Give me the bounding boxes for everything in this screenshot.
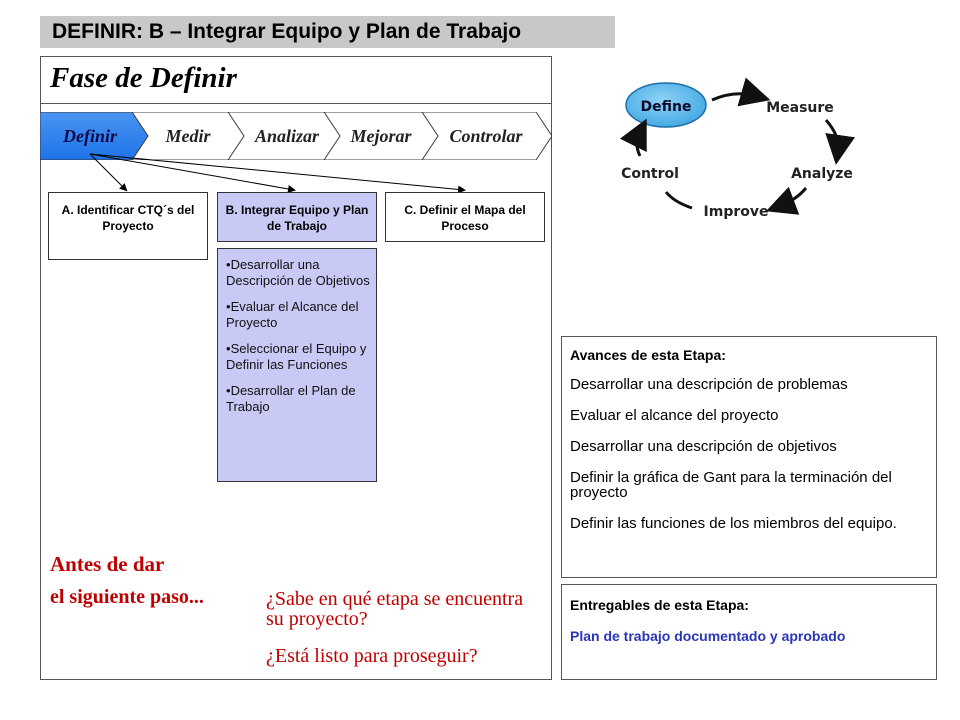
question-stage: ¿Sabe en qué etapa se encuentra su proye… <box>266 588 524 630</box>
step-box-c[interactable]: C. Definir el Mapa del Proceso <box>385 192 545 242</box>
page-title-bar: DEFINIR: B – Integrar Equipo y Plan de T… <box>40 16 615 48</box>
entregables-panel: Entregables de esta Etapa: Plan de traba… <box>561 584 937 680</box>
cycle-label-improve: Improve <box>704 204 769 220</box>
phase-divider <box>40 103 552 104</box>
avances-item: Definir la gráfica de Gant para la termi… <box>570 469 892 501</box>
chevron-divider-3 <box>421 112 439 160</box>
dmaic-cycle-diagram: Define Measure Analyze Improve Control <box>619 77 855 220</box>
step-label-a: A. Identificar CTQ´s del Proyecto <box>61 203 195 233</box>
step-box-b[interactable]: B. Integrar Equipo y Plan de Trabajo <box>217 192 377 242</box>
detail-item: Desarrollar el Plan de Trabajo <box>226 383 370 415</box>
entregables-heading: Entregables de esta Etapa: <box>570 597 749 613</box>
avances-panel: Avances de esta Etapa: Desarrollar una d… <box>561 336 937 578</box>
connector-arrow-c <box>89 153 466 194</box>
cycle-label-analyze: Analyze <box>791 166 853 182</box>
cycle-label-control: Control <box>621 166 679 182</box>
avances-item: Evaluar el alcance del proyecto <box>570 407 779 424</box>
detail-item: Seleccionar el Equipo y Definir las Func… <box>226 341 370 373</box>
connector-arrow-a <box>89 153 128 192</box>
cycle-arrow-improve-control <box>664 191 693 210</box>
avances-item: Desarrollar una descripción de problemas <box>570 376 848 393</box>
phase-title: Fase de Definir <box>50 62 237 94</box>
step-label-c: C. Definir el Mapa del Proceso <box>404 203 526 233</box>
warning-line-2: el siguiente paso... <box>50 586 204 608</box>
question-ready: ¿Está listo para proseguir? <box>266 645 478 667</box>
cycle-arrow-measure-analyze <box>824 119 855 165</box>
avances-item: Definir las funciones de los miembros de… <box>570 515 897 532</box>
connector-arrow-b <box>89 153 296 193</box>
chevron-label-medir: Medir <box>165 126 212 146</box>
detail-item: Desarrollar una Descripción de Objetivos <box>226 257 370 289</box>
phase-panel <box>40 56 552 680</box>
define-node <box>625 82 707 128</box>
phase-chevron-bar: Definir Medir Analizar Mejorar Controlar <box>40 112 552 160</box>
entregables-item: Plan de trabajo documentado y aprobado <box>570 628 846 644</box>
cycle-arrow-control-define <box>619 118 647 157</box>
step-b-details: Desarrollar una Descripción de Objetivos… <box>217 248 377 482</box>
avances-item: Desarrollar una descripción de objetivos <box>570 438 837 455</box>
warning-line-1: Antes de dar <box>50 552 165 576</box>
cycle-arrow-define-measure <box>711 77 771 107</box>
step-connectors <box>89 153 466 194</box>
page-title: DEFINIR: B – Integrar Equipo y Plan de T… <box>52 20 522 43</box>
chevron-label-controlar: Controlar <box>449 126 523 146</box>
chevron-label-analizar: Analizar <box>254 126 320 146</box>
cycle-label-define: Define <box>641 99 692 115</box>
chevron-divider-2 <box>323 112 341 160</box>
cycle-arrow-analyze-improve <box>765 186 808 215</box>
step-label-b: B. Integrar Equipo y Plan de Trabajo <box>225 203 369 233</box>
detail-item: Evaluar el Alcance del Proyecto <box>226 299 370 331</box>
chevron-label-mejorar: Mejorar <box>349 126 412 146</box>
step-box-a[interactable]: A. Identificar CTQ´s del Proyecto <box>48 192 208 260</box>
avances-heading: Avances de esta Etapa: <box>570 347 726 363</box>
cycle-label-measure: Measure <box>766 100 834 116</box>
chevron-label-definir: Definir <box>62 126 118 146</box>
chevron-divider-1 <box>227 112 245 160</box>
chevron-definir[interactable] <box>40 112 149 160</box>
